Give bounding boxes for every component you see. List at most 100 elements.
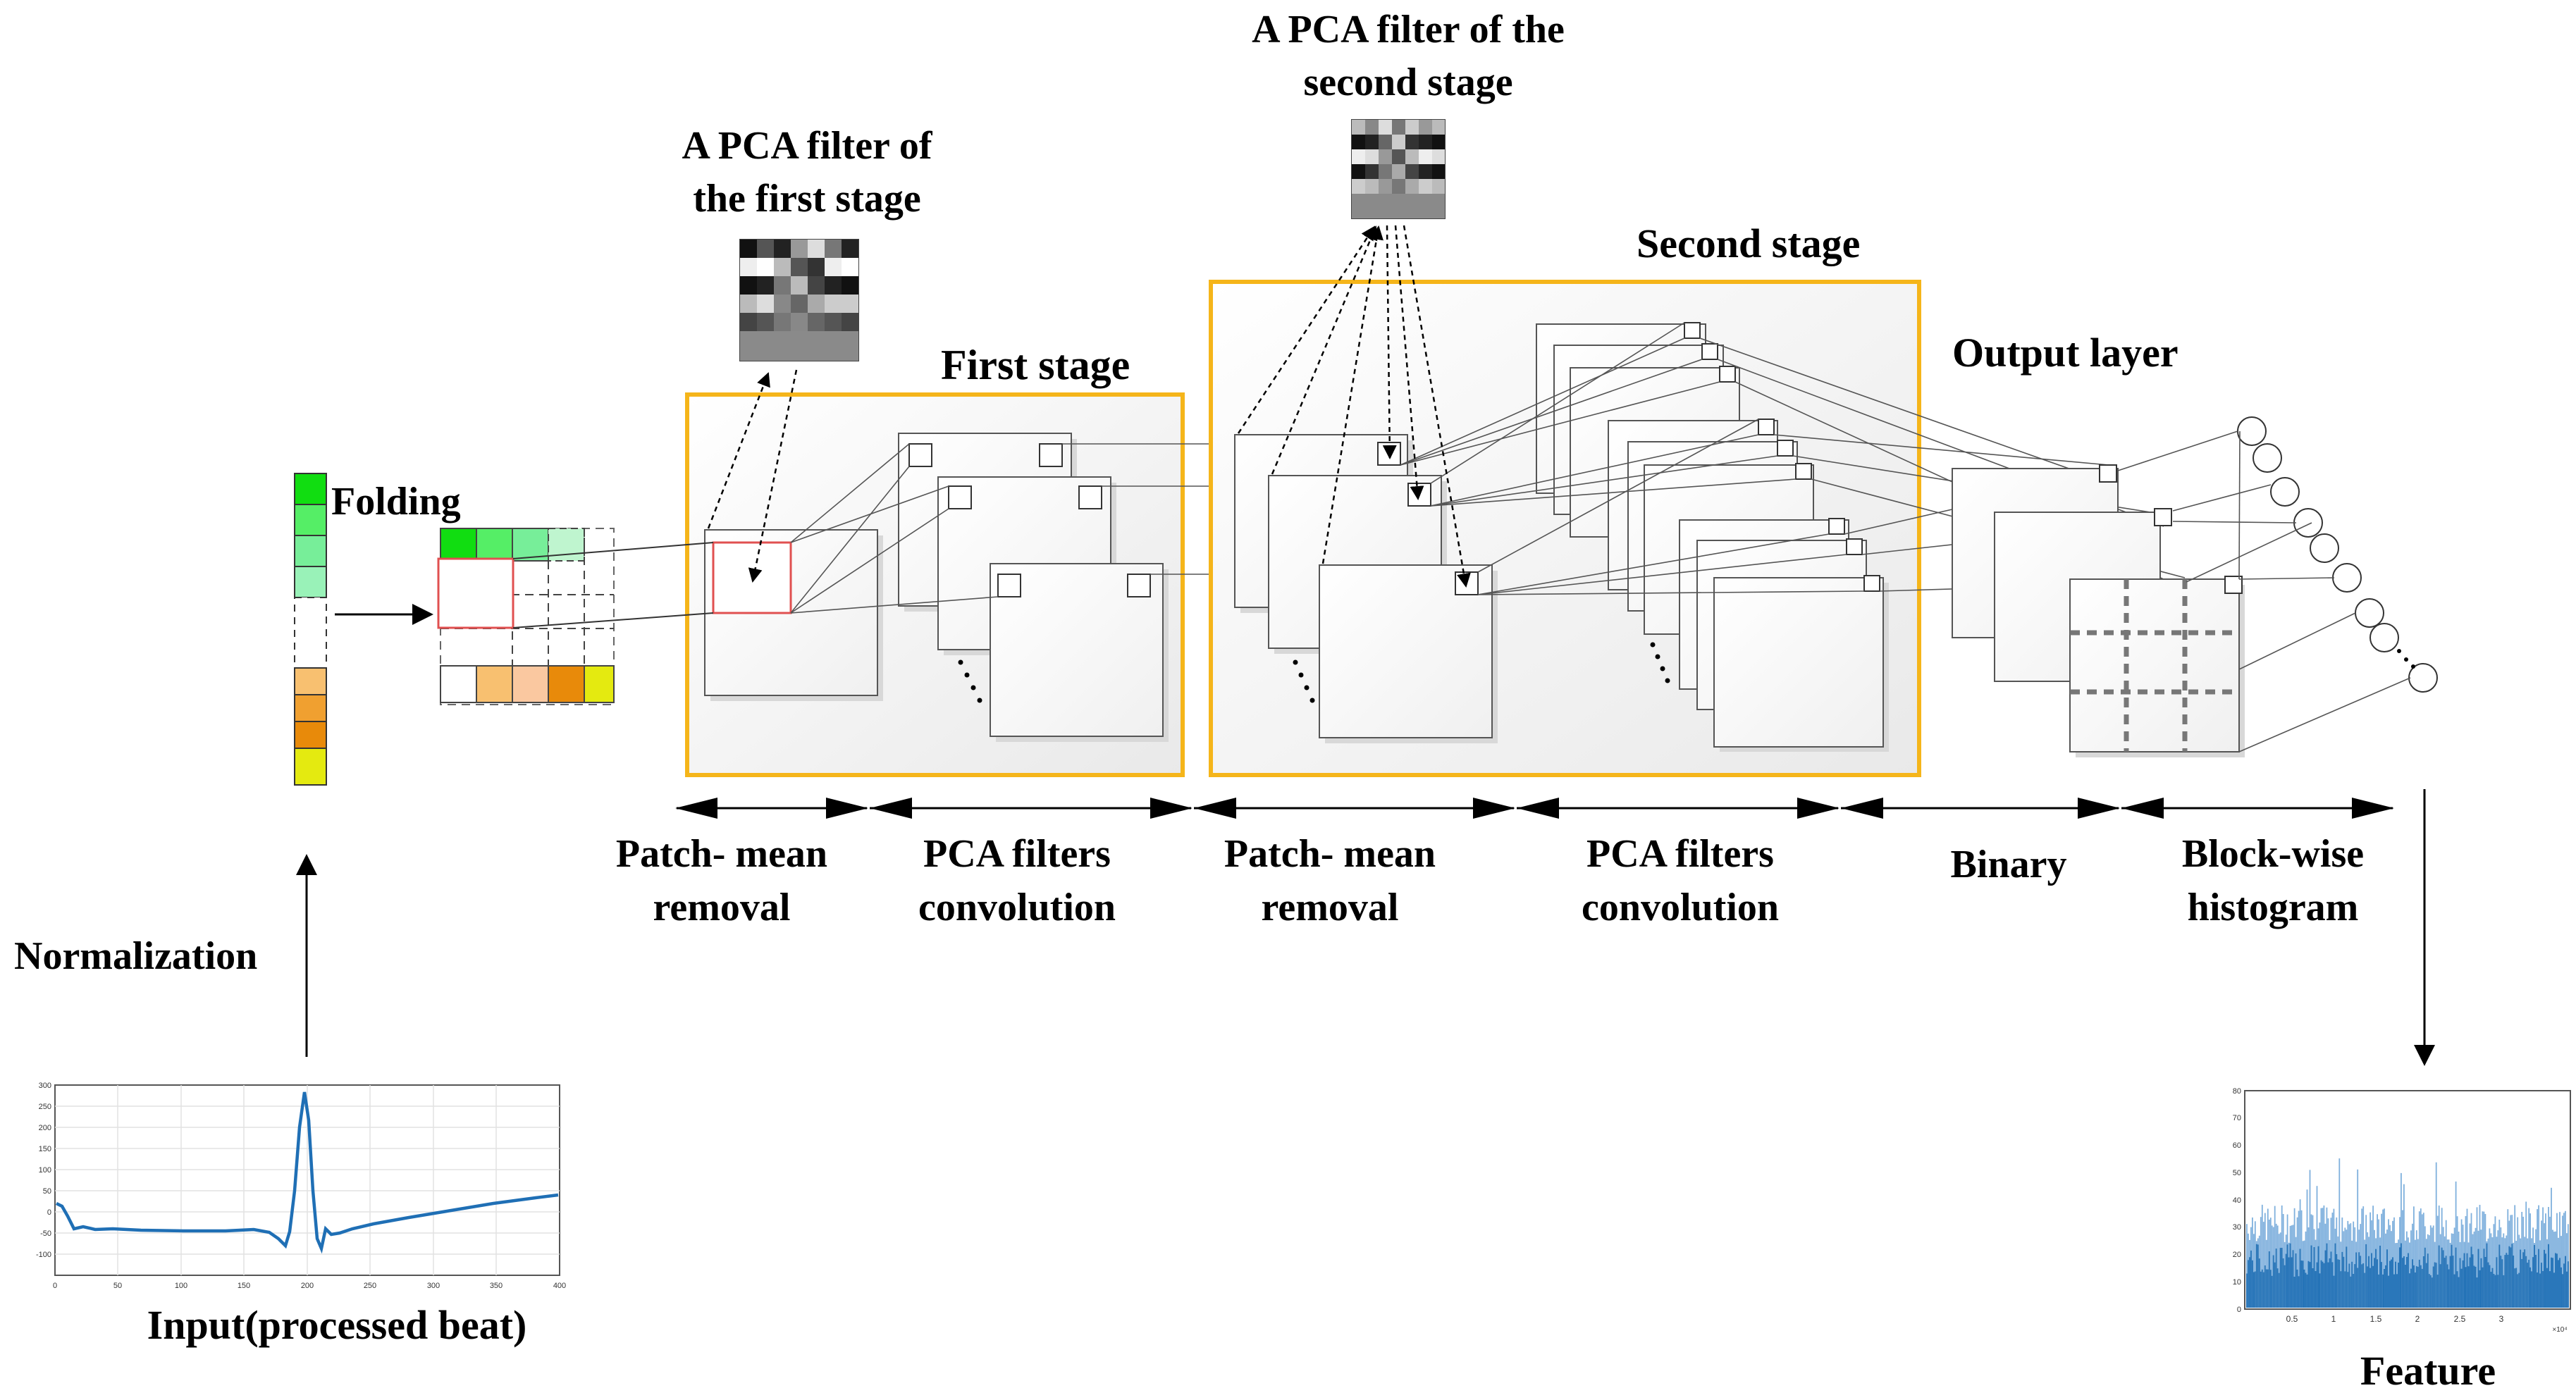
histogram-bar-light <box>2420 1208 2422 1308</box>
histogram-bar-dark <box>2351 1261 2353 1308</box>
histogram-bar-light <box>2278 1234 2280 1308</box>
histogram-bar-light <box>2503 1233 2505 1308</box>
step-label: removal <box>653 886 791 929</box>
histogram-bar-dark <box>2276 1268 2279 1308</box>
histogram-bar-dark <box>2336 1254 2338 1308</box>
histogram-bar-dark <box>2329 1258 2331 1308</box>
second-filter-label-line2: second stage <box>1303 61 1512 104</box>
histogram-bar-light <box>2563 1213 2565 1308</box>
first-stage-label: First stage <box>941 342 1130 388</box>
histogram-bar-dark <box>2357 1268 2359 1308</box>
histogram-bar-dark <box>2402 1258 2403 1308</box>
histogram-bar-dark <box>2493 1274 2495 1308</box>
folded-patch-window <box>437 557 514 629</box>
histogram-bar-light <box>2322 1208 2324 1308</box>
histogram-bar-dark <box>2340 1271 2342 1308</box>
histogram-bar-dark <box>2324 1250 2327 1308</box>
histogram-bar-light <box>2274 1206 2276 1308</box>
histogram-bar-dark <box>2552 1258 2553 1308</box>
histogram-bar-light <box>2276 1225 2279 1308</box>
histogram-bar-light <box>2344 1227 2346 1308</box>
histogram-bar-dark <box>2515 1268 2518 1308</box>
histogram-bar-light <box>2267 1208 2269 1308</box>
histogram-bar-dark <box>2475 1266 2477 1308</box>
histogram-bar-dark <box>2459 1258 2461 1308</box>
histogram-bar-dark <box>2254 1271 2256 1308</box>
histogram-bar-light <box>2378 1219 2379 1308</box>
histogram-bar-dark <box>2378 1274 2379 1308</box>
histogram-bar-light <box>2514 1205 2516 1308</box>
histogram-bar-light <box>2246 1224 2248 1308</box>
histogram-bar-dark <box>2477 1249 2479 1308</box>
histogram-bar-dark <box>2441 1247 2443 1308</box>
histogram-bar-light <box>2347 1220 2349 1308</box>
histogram-bar-light <box>2382 1209 2384 1308</box>
histogram-bar-dark <box>2365 1244 2367 1308</box>
input-xtick: 350 <box>490 1282 503 1290</box>
histogram-bar-dark <box>2260 1271 2262 1308</box>
histogram-bar-dark <box>2545 1253 2546 1308</box>
histogram-bar-dark <box>2427 1253 2429 1308</box>
step-arrows <box>675 798 2394 819</box>
histogram-bar-dark <box>2413 1265 2415 1308</box>
output-ellipsis-dots <box>2397 649 2415 669</box>
histogram-bar-dark <box>2527 1263 2529 1308</box>
histogram-bar-dark <box>2364 1272 2366 1308</box>
histogram-bar-dark <box>2367 1266 2369 1308</box>
histogram-bar-dark <box>2424 1247 2426 1308</box>
histogram-bar-dark <box>2525 1256 2527 1308</box>
histogram-bar-dark <box>2465 1267 2467 1308</box>
histogram-bar-dark <box>2313 1247 2315 1308</box>
histogram-bar-dark <box>2560 1267 2562 1308</box>
histogram-bar-dark <box>2476 1277 2478 1308</box>
folded-matrix <box>437 528 615 705</box>
histogram-bar-light <box>2428 1235 2430 1308</box>
feature-ytick: 20 <box>2233 1251 2241 1259</box>
histogram-bar-dark <box>2255 1244 2257 1308</box>
histogram-bar-dark <box>2472 1254 2474 1308</box>
histogram-bar-dark <box>2520 1249 2522 1308</box>
histogram-bar-dark <box>2462 1260 2464 1308</box>
histogram-bar-light <box>2331 1213 2334 1308</box>
histogram-bar-light <box>2529 1213 2531 1308</box>
histogram-bar-dark <box>2331 1262 2334 1308</box>
input-xtick: 300 <box>427 1282 440 1290</box>
histogram-bar-dark <box>2382 1274 2384 1308</box>
histogram-bar-dark <box>2409 1273 2410 1308</box>
histogram-bar-dark <box>2439 1264 2441 1308</box>
input-ytick: 50 <box>43 1187 51 1196</box>
histogram-bar-dark <box>2262 1272 2264 1308</box>
histogram-bar-dark <box>2542 1271 2544 1308</box>
histogram-bar-dark <box>2559 1258 2560 1308</box>
histogram-bar-dark <box>2562 1274 2563 1308</box>
histogram-bar-dark <box>2385 1265 2386 1308</box>
histogram-bar-dark <box>2470 1246 2472 1308</box>
histogram-bar-dark <box>2418 1259 2420 1308</box>
histogram-bar-dark <box>2417 1266 2419 1308</box>
input-signal-plot: 300 250 200 150 100 50 0 -50 -100 0 50 1… <box>36 1082 566 1290</box>
histogram-bar-dark <box>2381 1262 2382 1308</box>
histogram-bar-dark <box>2490 1272 2492 1308</box>
feature-histogram-plot: 80 70 60 50 40 30 20 10 0 0.5 1 1.5 2 2.… <box>2233 1087 2571 1334</box>
histogram-bar-dark <box>2347 1272 2349 1308</box>
first-stage-filter-maps <box>898 433 1169 742</box>
histogram-bar-dark <box>2306 1274 2308 1308</box>
histogram-bar-dark <box>2494 1275 2496 1308</box>
ecg-signal-line <box>55 1091 559 1254</box>
histogram-bar-dark <box>2555 1253 2556 1308</box>
histogram-bar-dark <box>2361 1264 2363 1308</box>
histogram-bar-dark <box>2449 1256 2451 1308</box>
histogram-bar-dark <box>2534 1244 2535 1308</box>
histogram-bar-dark <box>2511 1244 2513 1308</box>
histogram-bar-dark <box>2327 1262 2329 1308</box>
histogram-bar-dark <box>2514 1268 2516 1308</box>
input-xtick: 150 <box>238 1282 250 1290</box>
histogram-bar-dark <box>2435 1263 2437 1308</box>
histogram-bar-dark <box>2487 1262 2489 1308</box>
histogram-bar-light <box>2296 1217 2298 1308</box>
second-filter-label-line1: A PCA filter of the <box>1252 8 1565 51</box>
histogram-bar-dark <box>2284 1265 2286 1308</box>
histogram-bar-light <box>2306 1189 2308 1308</box>
histogram-bar-light <box>2436 1215 2439 1308</box>
histogram-bar-dark <box>2442 1250 2444 1308</box>
